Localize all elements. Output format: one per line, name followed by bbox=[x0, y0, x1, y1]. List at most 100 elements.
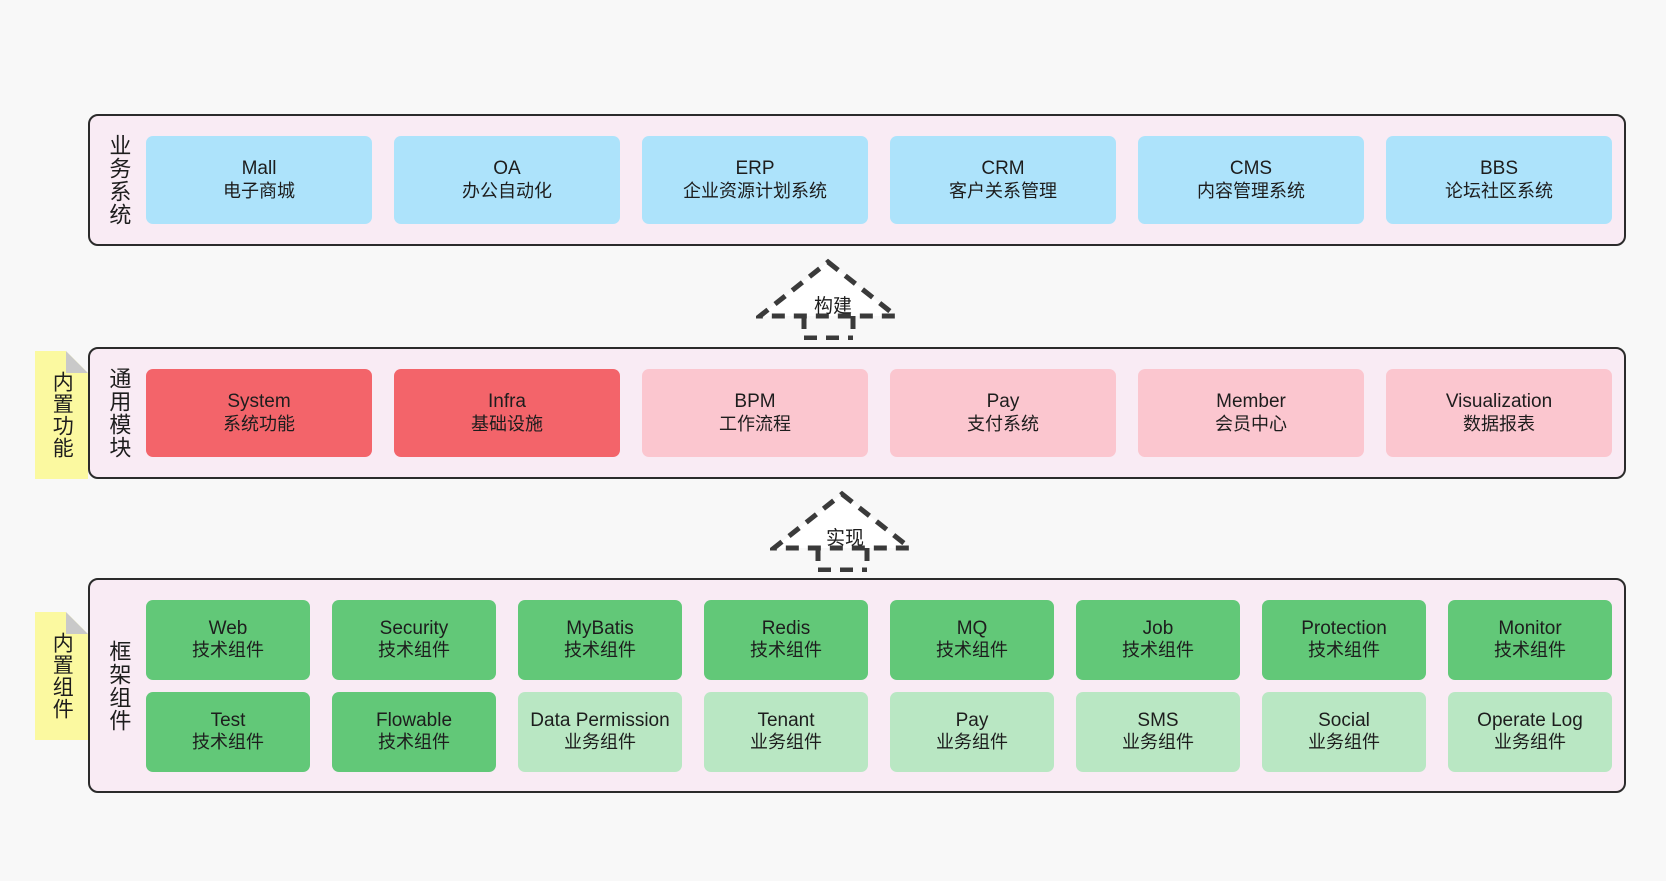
layer-title-common-modules: 通用模块 bbox=[106, 367, 132, 459]
component-description: 业务组件 bbox=[936, 732, 1008, 753]
component-name: CMS bbox=[1229, 158, 1273, 180]
component-description: 会员中心 bbox=[1215, 413, 1287, 434]
component-description: 论坛社区系统 bbox=[1445, 180, 1553, 201]
component-name: MyBatis bbox=[566, 617, 634, 639]
uml-arrow-implement bbox=[770, 490, 915, 572]
component-name: SMS bbox=[1137, 709, 1179, 731]
component-name: CRM bbox=[981, 158, 1025, 180]
component-name: BPM bbox=[734, 391, 776, 413]
component-name: Protection bbox=[1301, 617, 1387, 639]
component-name: Member bbox=[1216, 391, 1286, 413]
component-name: Operate Log bbox=[1477, 709, 1583, 731]
component-name: MQ bbox=[956, 617, 988, 639]
component-name: BBS bbox=[1479, 158, 1519, 180]
component-description: 企业资源计划系统 bbox=[683, 180, 827, 201]
component-name: ERP bbox=[735, 158, 775, 180]
component-name: Pay bbox=[955, 709, 989, 731]
component-name: Social bbox=[1318, 709, 1370, 731]
note-builtin-features: 内置功能 bbox=[35, 351, 88, 479]
component-description: 数据报表 bbox=[1463, 413, 1535, 434]
component-description: 技术组件 bbox=[1122, 640, 1194, 661]
component-name: OA bbox=[493, 158, 521, 180]
component-description: 业务组件 bbox=[750, 732, 822, 753]
component-description: 基础设施 bbox=[471, 413, 543, 434]
component-description: 技术组件 bbox=[1308, 640, 1380, 661]
component-description: 技术组件 bbox=[378, 732, 450, 753]
component-description: 业务组件 bbox=[1308, 732, 1380, 753]
component-description: 技术组件 bbox=[192, 640, 264, 661]
note-fold-icon bbox=[66, 612, 88, 634]
component-description: 客户关系管理 bbox=[949, 180, 1057, 201]
uml-arrow-build-label: 构建 bbox=[814, 296, 853, 317]
component-name: Flowable bbox=[375, 709, 453, 731]
note-fold-icon bbox=[66, 351, 88, 373]
note-builtin-components: 内置组件 bbox=[35, 612, 88, 740]
component-description: 办公自动化 bbox=[462, 180, 552, 201]
component-description: 业务组件 bbox=[564, 732, 636, 753]
component-name: System bbox=[227, 391, 291, 413]
uml-arrow-build bbox=[756, 258, 901, 340]
note-builtin-components-label: 内置组件 bbox=[50, 632, 74, 720]
component-description: 技术组件 bbox=[378, 640, 450, 661]
layer-title-business-systems: 业务系统 bbox=[106, 134, 132, 226]
component-name: Visualization bbox=[1445, 391, 1553, 413]
component-name: Security bbox=[379, 617, 449, 639]
component-description: 支付系统 bbox=[967, 413, 1039, 434]
component-description: 系统功能 bbox=[223, 413, 295, 434]
uml-arrow-implement-label: 实现 bbox=[826, 528, 865, 549]
component-name: Web bbox=[208, 617, 248, 639]
layer-title-framework-components: 框架组件 bbox=[106, 639, 132, 732]
component-description: 技术组件 bbox=[192, 732, 264, 753]
component-description: 技术组件 bbox=[750, 640, 822, 661]
component-description: 业务组件 bbox=[1494, 732, 1566, 753]
component-name: Job bbox=[1142, 617, 1174, 639]
component-name: Data Permission bbox=[530, 709, 670, 731]
component-description: 工作流程 bbox=[719, 413, 791, 434]
component-name: Redis bbox=[761, 617, 811, 639]
component-name: Monitor bbox=[1498, 617, 1562, 639]
component-description: 业务组件 bbox=[1122, 732, 1194, 753]
component-description: 技术组件 bbox=[936, 640, 1008, 661]
component-name: Test bbox=[210, 709, 246, 731]
component-description: 技术组件 bbox=[564, 640, 636, 661]
component-name: Tenant bbox=[757, 709, 815, 731]
